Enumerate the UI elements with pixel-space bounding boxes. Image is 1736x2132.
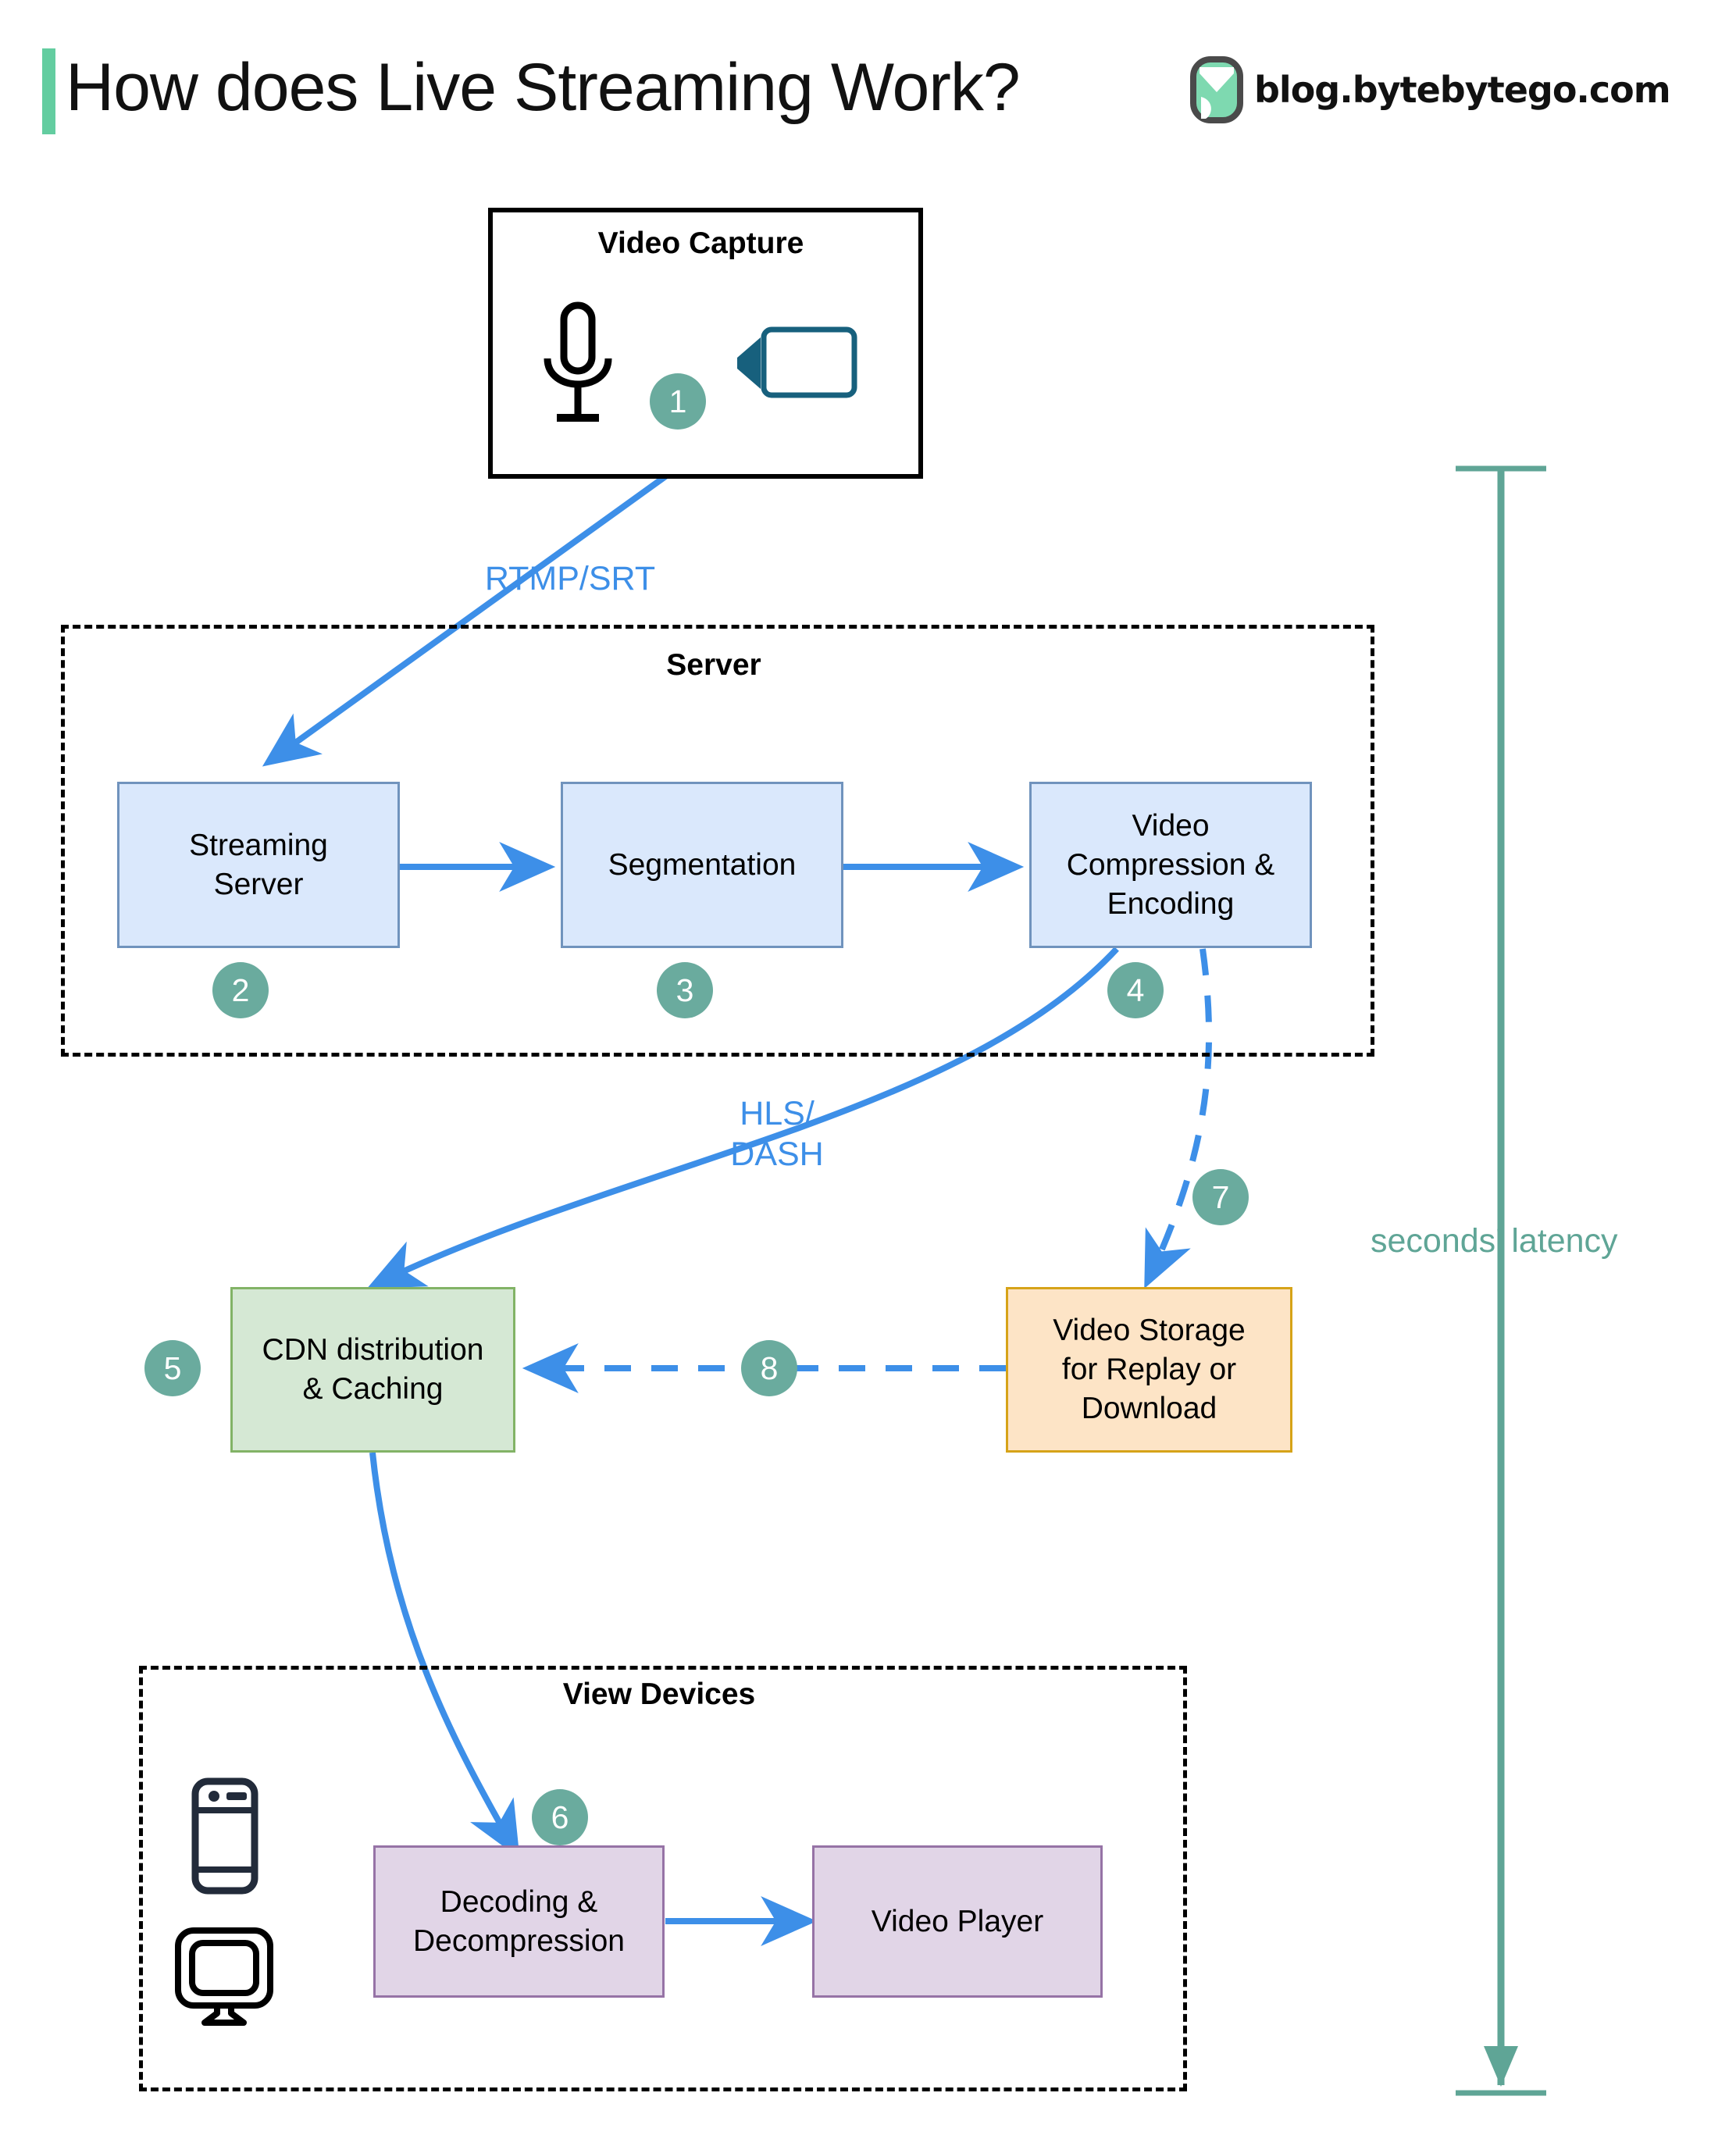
node-video-storage[interactable]: Video Storage for Replay or Download [1006,1287,1292,1453]
video-capture-title: Video Capture [597,226,804,260]
step-badge-5: 5 [144,1340,201,1396]
step-badge-4: 4 [1107,962,1164,1018]
view-devices-group [139,1666,1187,2091]
title-accent-bar [42,48,55,134]
node-decoding-label: Decoding & Decompression [413,1884,625,1958]
brand-watermark: blog.bytebytego.com [1190,56,1671,123]
bytebytego-logo-icon [1190,56,1243,123]
node-streaming-server-label: Streaming Server [189,828,328,901]
step-badge-2: 2 [212,962,269,1018]
desktop-monitor-icon [173,1926,275,2031]
step-badge-3: 3 [657,962,713,1018]
node-video-compression-encoding[interactable]: Video Compression & Encoding [1029,782,1312,948]
node-cdn-distribution-caching[interactable]: CDN distribution & Caching [230,1287,515,1453]
server-group [61,625,1374,1057]
node-streaming-server[interactable]: Streaming Server [117,782,400,948]
node-decoding-decompression[interactable]: Decoding & Decompression [373,1845,665,1998]
microphone-icon [535,301,621,433]
node-video-compression-encoding-label: Video Compression & Encoding [1066,808,1275,921]
node-video-player-label: Video Player [871,1904,1044,1938]
page-title: How does Live Streaming Work? [66,50,1021,125]
node-video-storage-label: Video Storage for Replay or Download [1053,1314,1246,1425]
node-segmentation-label: Segmentation [608,847,797,882]
step-badge-6: 6 [532,1789,588,1845]
edge-label-rtmp-srt: RTMP/SRT [484,560,656,597]
server-group-title: Server [666,648,761,682]
latency-annotation: seconds' latency [1371,1222,1618,1260]
video-camera-icon [726,320,859,410]
node-segmentation[interactable]: Segmentation [561,782,843,948]
node-video-player[interactable]: Video Player [812,1845,1103,1998]
step-badge-1: 1 [650,373,706,430]
step-badge-8: 8 [741,1340,797,1396]
view-devices-title: View Devices [562,1677,756,1711]
edge-label-hls-dash: HLS/ DASH [730,1095,824,1173]
brand-url: blog.bytebytego.com [1254,69,1671,111]
step-badge-7: 7 [1192,1169,1249,1225]
node-cdn-label: CDN distribution & Caching [262,1333,484,1406]
mobile-phone-icon [191,1777,258,1898]
